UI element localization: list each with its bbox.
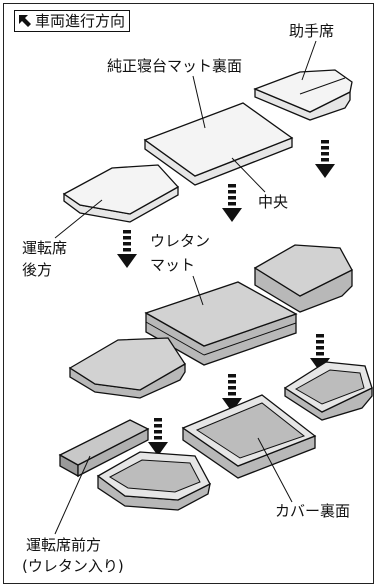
label-driver-front-1: 運転席前方 bbox=[26, 536, 101, 554]
dashed-down-arrow-icon bbox=[148, 418, 168, 456]
direction-label: 車両進行方向 bbox=[35, 12, 126, 30]
center-mat bbox=[143, 102, 294, 186]
dashed-down-arrow-icon bbox=[222, 184, 242, 222]
label-urethane-mat-2: マット bbox=[150, 256, 195, 274]
label-genuine-mat-back: 純正寝台マット裏面 bbox=[107, 57, 242, 75]
label-center: 中央 bbox=[258, 193, 288, 211]
passenger-seat-mat bbox=[253, 69, 353, 121]
driver-rear-urethane-mat bbox=[68, 337, 186, 399]
dashed-down-arrow-icon bbox=[315, 140, 335, 178]
driver-front-block bbox=[58, 419, 150, 478]
label-driver-rear-2: 後方 bbox=[22, 261, 52, 279]
label-driver-rear-1: 運転席 bbox=[22, 239, 67, 257]
dashed-down-arrow-icon bbox=[117, 230, 137, 268]
arrow-up-left-icon bbox=[19, 15, 31, 27]
center-cover bbox=[181, 394, 317, 479]
passenger-urethane-mat bbox=[253, 244, 353, 313]
driver-rear-mat bbox=[62, 164, 180, 223]
label-passenger-seat: 助手席 bbox=[289, 22, 334, 40]
driver-rear-cover bbox=[96, 451, 211, 511]
label-driver-front-2: (ウレタン入り) bbox=[22, 557, 124, 575]
label-urethane-mat-1: ウレタン bbox=[150, 232, 210, 250]
passenger-cover bbox=[283, 361, 373, 421]
center-urethane-mat bbox=[144, 281, 298, 366]
direction-label-box: 車両進行方向 bbox=[14, 10, 131, 32]
label-cover-back: カバー裏面 bbox=[275, 502, 350, 520]
